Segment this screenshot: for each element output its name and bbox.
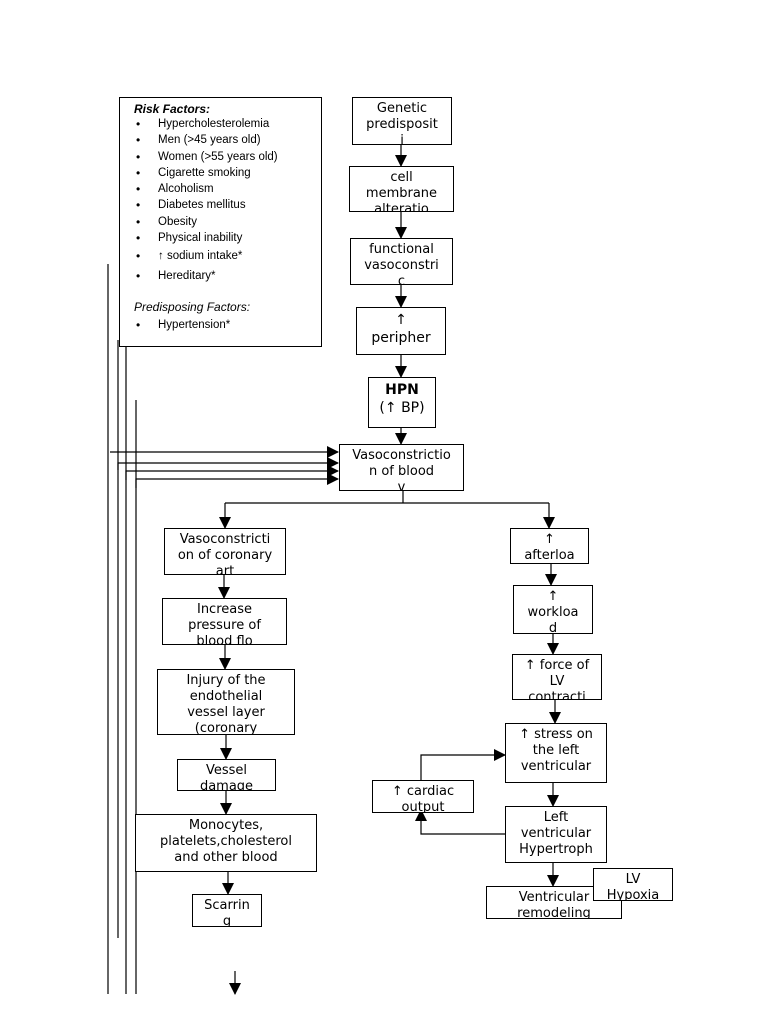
feedback-arrow-2 [117,457,339,470]
node-monocytes-platelets: Monocytes, platelets,cholesterol and oth… [135,814,317,872]
predisposing-factors-title: Predisposing Factors: [134,300,251,315]
node-injury-endothelial: Injury of the endothelial vessel layer (… [157,669,295,735]
node-force-lv-contraction: ↑ force of LV contracti [512,654,602,700]
list-item: Alcoholism [134,181,315,198]
node-scarring: Scarrin g [192,894,262,927]
feedback-arrow-3 [125,465,339,480]
node-genetic-predisposition: Genetic predisposit i [352,97,452,145]
arrow-output-to-stress [420,749,506,780]
list-item: Hypertension* [134,317,315,334]
list-item: Physical inability [134,230,315,247]
node-left-ventricular-hypertrophy: Left ventricular Hypertroph [505,806,607,863]
risk-factors-title: Risk Factors: [134,102,211,116]
list-item: Hypercholesterolemia [134,116,315,133]
hpn-title: HPN [385,382,419,398]
list-item: ↑ sodium intake* [134,246,315,266]
node-afterload: ↑ afterloa [510,528,589,564]
list-item: Cigarette smoking [134,165,315,182]
node-functional-vasoconstriction: functional vasoconstri c [350,238,453,285]
node-increase-pressure: Increase pressure of blood flo [162,598,287,645]
node-vasoconstriction-blood-vessels: Vasoconstrictio n of blood v [339,444,464,491]
list-item: Women (>55 years old) [134,149,315,166]
node-lv-hypoxia: LV Hypoxia [593,868,673,901]
node-workload: ↑ workloa d [513,585,593,634]
risk-factors-list: Hypercholesterolemia Men (>45 years old)… [134,116,315,286]
node-cardiac-output: ↑ cardiac output [372,780,474,813]
list-item: Men (>45 years old) [134,132,315,149]
node-cell-membrane-alteration: cell membrane alteratio [349,166,454,212]
node-vessel-damage: Vessel damage [177,759,276,791]
hpn-subtitle: (↑ BP) [379,400,425,416]
list-item: Obesity [134,214,315,231]
node-vasoconstriction-coronary: Vasoconstricti on of coronary art [164,528,286,575]
arrow-lvh-to-output [415,809,505,835]
node-hpn: HPN (↑ BP) [368,377,436,428]
list-item: Hereditary* [134,266,315,286]
list-item: Diabetes mellitus [134,197,315,214]
node-stress-left-ventricular: ↑ stress on the left ventricular [505,723,607,783]
risk-factors-panel: Risk Factors: Hypercholesterolemia Men (… [119,97,322,347]
predisposing-factors-list: Hypertension* [134,317,315,334]
feedback-arrow-4 [135,473,339,488]
node-peripheral-resistance: ↑ peripher [356,307,446,355]
